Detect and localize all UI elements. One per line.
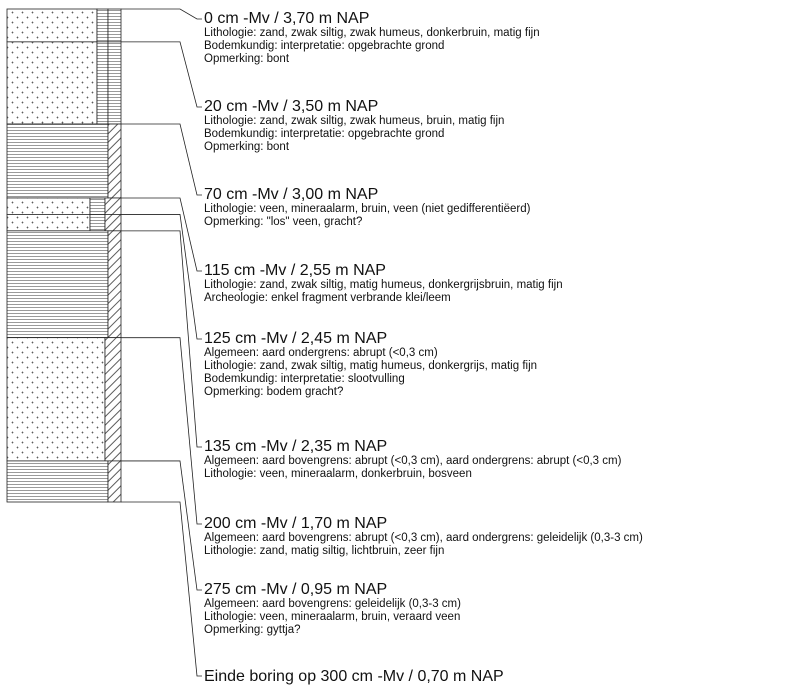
layer-block: [6, 123, 109, 199]
description-line: Algemeen: aard ondergrens: abrupt (<0,3 …: [204, 347, 438, 359]
description-line: Algemeen: aard bovengrens: abrupt (<0,3 …: [204, 455, 622, 467]
depth-title: 0 cm -Mv / 3,70 m NAP: [204, 10, 370, 27]
description-line: Lithologie: veen, mineraalarm, bruin, ve…: [204, 203, 531, 215]
description-line: Lithologie: zand, zwak siltig, matig hum…: [204, 360, 538, 372]
depth-title: 135 cm -Mv / 2,35 m NAP: [204, 438, 388, 455]
layer-strip: [89, 214, 106, 232]
leader-line: [121, 230, 202, 448]
layer-strip: [96, 41, 109, 125]
leader-line: [121, 460, 202, 591]
description-line: Opmerking: bodem gracht?: [204, 386, 344, 398]
layer-block: [6, 337, 106, 462]
layer-hatch: [104, 214, 122, 232]
description-line: Lithologie: zand, zwak siltig, zwak hume…: [204, 27, 540, 39]
layer-block: [6, 197, 91, 215]
end-of-boring-label: Einde boring op 300 cm -Mv / 0,70 m NAP: [204, 668, 504, 685]
description-line: Bodemkundig: interpretatie: slootvulling: [204, 373, 405, 385]
description-line: Opmerking: bont: [204, 141, 290, 153]
layer-column: [6, 8, 122, 503]
depth-title: 275 cm -Mv / 0,95 m NAP: [204, 581, 388, 598]
leader-line: [121, 41, 202, 108]
layer-block: [6, 460, 109, 503]
description-line: Opmerking: "los" veen, gracht?: [204, 216, 363, 228]
description-line: Lithologie: veen, mineraalarm, bruin, ve…: [204, 611, 461, 623]
description-line: Opmerking: gyttja?: [204, 624, 301, 636]
leader-line: [121, 214, 202, 340]
depth-title: 115 cm -Mv / 2,55 m NAP: [204, 262, 386, 279]
description-line: Algemeen: aard bovengrens: geleidelijk (…: [204, 598, 461, 610]
leader-line: [121, 501, 202, 677]
layer-hatch: [107, 460, 122, 503]
description-line: Bodemkundig: interpretatie: opgebrachte …: [204, 40, 445, 52]
description-line: Bodemkundig: interpretatie: opgebrachte …: [204, 128, 445, 140]
leader-lines: [121, 8, 202, 677]
leader-line: [121, 8, 202, 20]
description-line: Lithologie: zand, zwak siltig, matig hum…: [204, 279, 563, 291]
layer-block: [6, 41, 98, 125]
layer-block: [6, 214, 91, 232]
description-line: Opmerking: bont: [204, 53, 290, 65]
depth-title: 200 cm -Mv / 1,70 m NAP: [204, 515, 388, 532]
layer-hatch: [104, 197, 122, 215]
layer-hatch: [107, 230, 122, 339]
layer-strip: [89, 197, 106, 215]
layer-strip: [96, 8, 109, 43]
description-line: Lithologie: zand, matig siltig, lichtbru…: [204, 545, 445, 557]
description-line: Lithologie: zand, zwak siltig, zwak hume…: [204, 115, 505, 127]
leader-line: [121, 123, 202, 196]
description-line: Algemeen: aard bovengrens: abrupt (<0,3 …: [204, 532, 643, 544]
description-line: Lithologie: veen, mineraalarm, donkerbru…: [204, 468, 472, 480]
layer-block: [6, 230, 109, 339]
layer-hatch: [104, 337, 122, 462]
layer-hatch: [107, 8, 122, 43]
depth-title: 125 cm -Mv / 2,45 m NAP: [204, 330, 388, 347]
leader-line: [121, 337, 202, 525]
depth-title: 70 cm -Mv / 3,00 m NAP: [204, 186, 379, 203]
layer-hatch: [107, 123, 122, 199]
depth-title: 20 cm -Mv / 3,50 m NAP: [204, 98, 379, 115]
layer-hatch: [107, 41, 122, 125]
leader-line: [121, 197, 202, 272]
layer-block: [6, 8, 98, 43]
description-line: Archeologie: enkel fragment verbrande kl…: [204, 292, 451, 304]
